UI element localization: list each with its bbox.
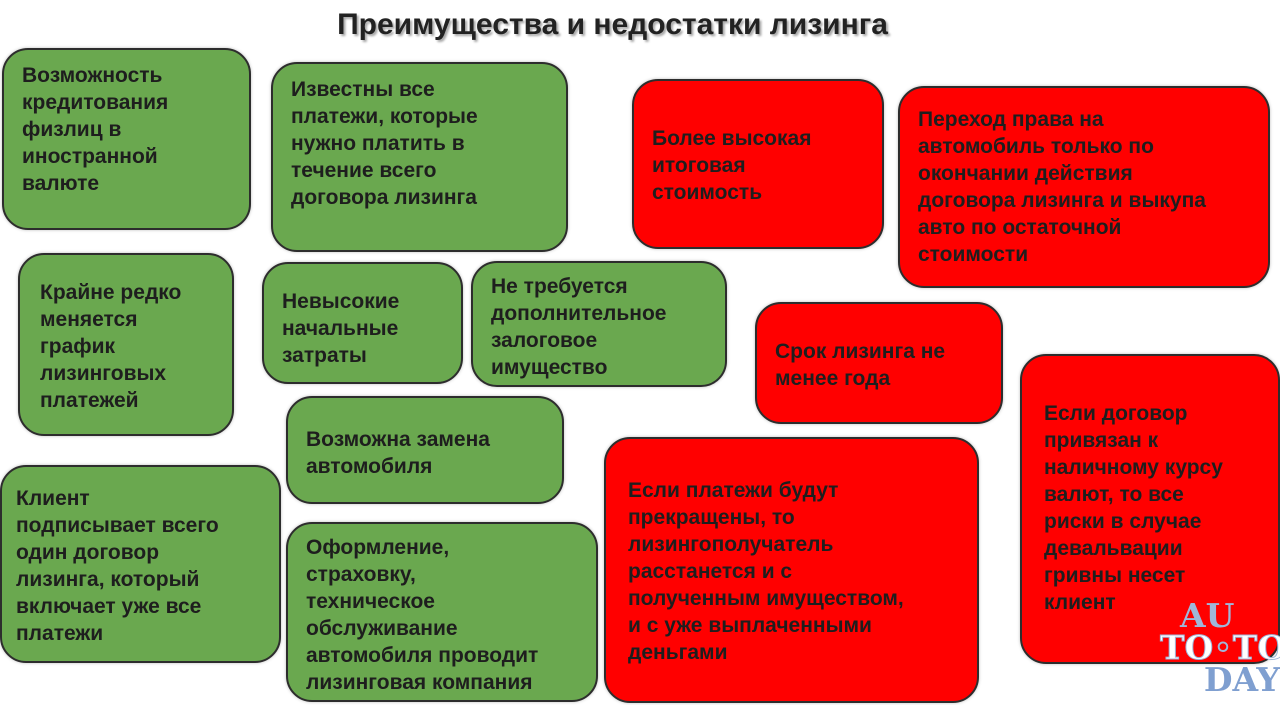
autotoday-logo: AU TO◦TO DAY — [1160, 596, 1280, 705]
advantage-card: Невысокие начальные затраты — [262, 262, 463, 384]
disadvantage-card: Более высокая итоговая стоимость — [632, 79, 884, 249]
advantage-card: Известны все платежи, которые нужно плат… — [271, 62, 568, 252]
disadvantage-card: Если договор привязан к наличному курсу … — [1020, 354, 1280, 664]
logo-line-3: DAY — [1203, 660, 1280, 699]
advantage-card: Возможна замена автомобиля — [286, 396, 564, 504]
advantage-card: Не требуется дополнительное залоговое им… — [471, 261, 727, 387]
disadvantage-card: Переход права на автомобиль только по ок… — [898, 86, 1270, 288]
logo-line-2: TO◦TO — [1160, 628, 1280, 667]
advantage-card: Клиент подписывает всего один договор ли… — [0, 465, 281, 663]
advantage-card: Возможность кредитования физлиц в иностр… — [2, 48, 251, 230]
disadvantage-card: Срок лизинга не менее года — [755, 302, 1003, 424]
advantage-card: Крайне редко меняется график лизинговых … — [18, 253, 234, 436]
disadvantage-card: Если платежи будут прекращены, то лизинг… — [604, 437, 979, 703]
advantage-card: Оформление, страховку, техническое обслу… — [286, 522, 598, 702]
diagram-title: Преимущества и недостатки лизинга — [337, 8, 888, 41]
logo-line-1: AU — [1180, 596, 1235, 635]
